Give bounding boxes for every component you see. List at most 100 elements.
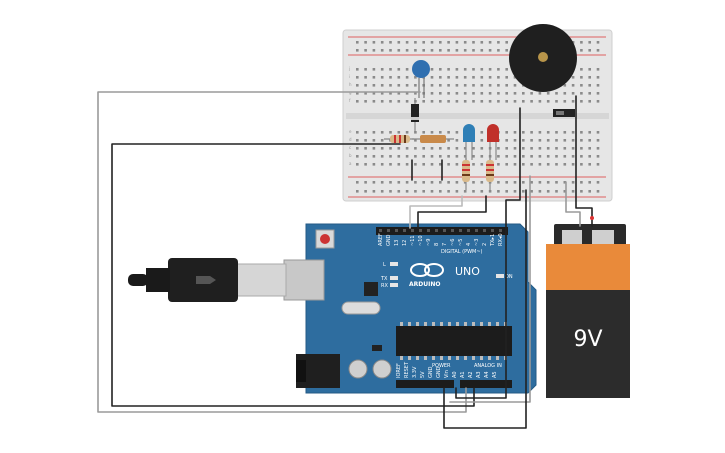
digital-pin[interactable] (459, 229, 462, 232)
usb-cable[interactable] (128, 258, 287, 302)
wire-pin-gray-1 (409, 195, 463, 229)
breadboard-hole (480, 139, 484, 142)
digital-pin[interactable] (387, 229, 390, 232)
breadboard-hole (405, 41, 409, 44)
breadboard-hole (430, 163, 434, 166)
inductor[interactable] (412, 135, 454, 143)
breadboard-hole (513, 131, 517, 134)
digital-pin[interactable] (475, 229, 478, 232)
breadboard-hole (530, 163, 533, 166)
breadboard-hole (588, 163, 591, 166)
battery-clip-positive (590, 216, 594, 220)
breadboard-hole (389, 84, 392, 87)
chip-pin (400, 322, 403, 326)
breadboard-hole (356, 163, 359, 166)
diode[interactable] (411, 98, 419, 132)
breadboard-hole (356, 100, 359, 103)
breadboard-hole (588, 155, 591, 158)
breadboard-hole (356, 131, 359, 134)
breadboard-hole (530, 147, 533, 150)
breadboard-hole (530, 100, 533, 103)
breadboard-hole (571, 76, 575, 79)
breadboard-hole (397, 131, 401, 134)
breadboard-hole (530, 181, 533, 184)
breadboard-hole (430, 190, 434, 193)
breadboard-hole (472, 190, 475, 193)
breadboard-hole (513, 139, 517, 142)
breadboard-hole (497, 49, 500, 52)
chip-pin (408, 356, 411, 360)
breadboard-hole (372, 131, 376, 134)
breadboard-hole (513, 92, 517, 95)
breadboard-hole (372, 190, 376, 193)
digital-pin[interactable] (467, 229, 470, 232)
breadboard-hole (480, 163, 484, 166)
breadboard-hole (455, 100, 459, 103)
breadboard-hole (430, 181, 434, 184)
row-letter: b (349, 153, 352, 158)
breadboard-hole (472, 76, 475, 79)
breadboard-hole (364, 147, 367, 150)
arduino-uno-board[interactable]: ARDUINO UNO DIGITAL (PWM~) POWER ANALOG … (283, 223, 537, 394)
breadboard-hole (580, 147, 583, 150)
digital-pin[interactable] (451, 229, 454, 232)
breadboard-hole (588, 139, 591, 142)
breadboard-hole (356, 181, 359, 184)
resistor-led-blue[interactable] (462, 158, 470, 190)
breadboard-hole (505, 49, 508, 52)
breadboard-hole (571, 84, 575, 87)
digital-pin[interactable] (379, 229, 382, 232)
digital-pin[interactable] (427, 229, 430, 232)
breadboard-hole (563, 163, 567, 166)
digital-pin[interactable] (419, 229, 422, 232)
breadboard-hole (522, 92, 525, 95)
breadboard-hole (505, 76, 508, 79)
breadboard-hole (364, 139, 367, 142)
power-header-label: POWER (432, 363, 451, 369)
breadboard-hole (364, 92, 367, 95)
led-blue[interactable] (463, 124, 475, 160)
breadboard-hole (480, 181, 484, 184)
breadboard-hole (555, 163, 558, 166)
resistor-led-red[interactable] (486, 158, 494, 190)
battery-9v[interactable]: 9V (546, 224, 630, 398)
digital-pin[interactable] (499, 229, 502, 232)
digital-pin[interactable] (411, 229, 414, 232)
on-label: ON (505, 274, 513, 280)
power-analog-pin-label: 5V (420, 371, 426, 378)
slide-switch[interactable] (553, 109, 575, 117)
piezo-buzzer[interactable] (509, 24, 577, 92)
breadboard-hole (356, 92, 359, 95)
breadboard-hole (580, 68, 583, 71)
breadboard-hole (455, 131, 459, 134)
chip-pin (464, 356, 467, 360)
breadboard-hole (372, 147, 376, 150)
digital-pin[interactable] (443, 229, 446, 232)
breadboard-hole (488, 100, 492, 103)
breadboard-hole (571, 139, 575, 142)
digital-pin[interactable] (491, 229, 494, 232)
breadboard-hole (463, 100, 467, 103)
chip-pin (416, 322, 419, 326)
breadboard-hole (364, 49, 367, 52)
digital-pin[interactable] (435, 229, 438, 232)
breadboard-hole (455, 76, 459, 79)
breadboard-hole (439, 190, 442, 193)
breadboard-hole (447, 84, 450, 87)
breadboard-hole (480, 131, 484, 134)
breadboard-hole (414, 181, 417, 184)
digital-pin-label: 2 (482, 243, 488, 246)
breadboard-hole (447, 92, 450, 95)
crystal (341, 301, 381, 315)
chip-pin (424, 322, 427, 326)
digital-pin-label: 12 (402, 240, 408, 246)
led-red[interactable] (487, 124, 499, 160)
digital-pin[interactable] (395, 229, 398, 232)
digital-pin[interactable] (403, 229, 406, 232)
ceramic-capacitor[interactable] (412, 60, 430, 98)
breadboard-hole (439, 76, 442, 79)
digital-pin[interactable] (483, 229, 486, 232)
power-analog-pin-label: GND (428, 366, 434, 378)
resistor-horizontal[interactable] (384, 135, 414, 143)
breadboard-hole (522, 147, 525, 150)
